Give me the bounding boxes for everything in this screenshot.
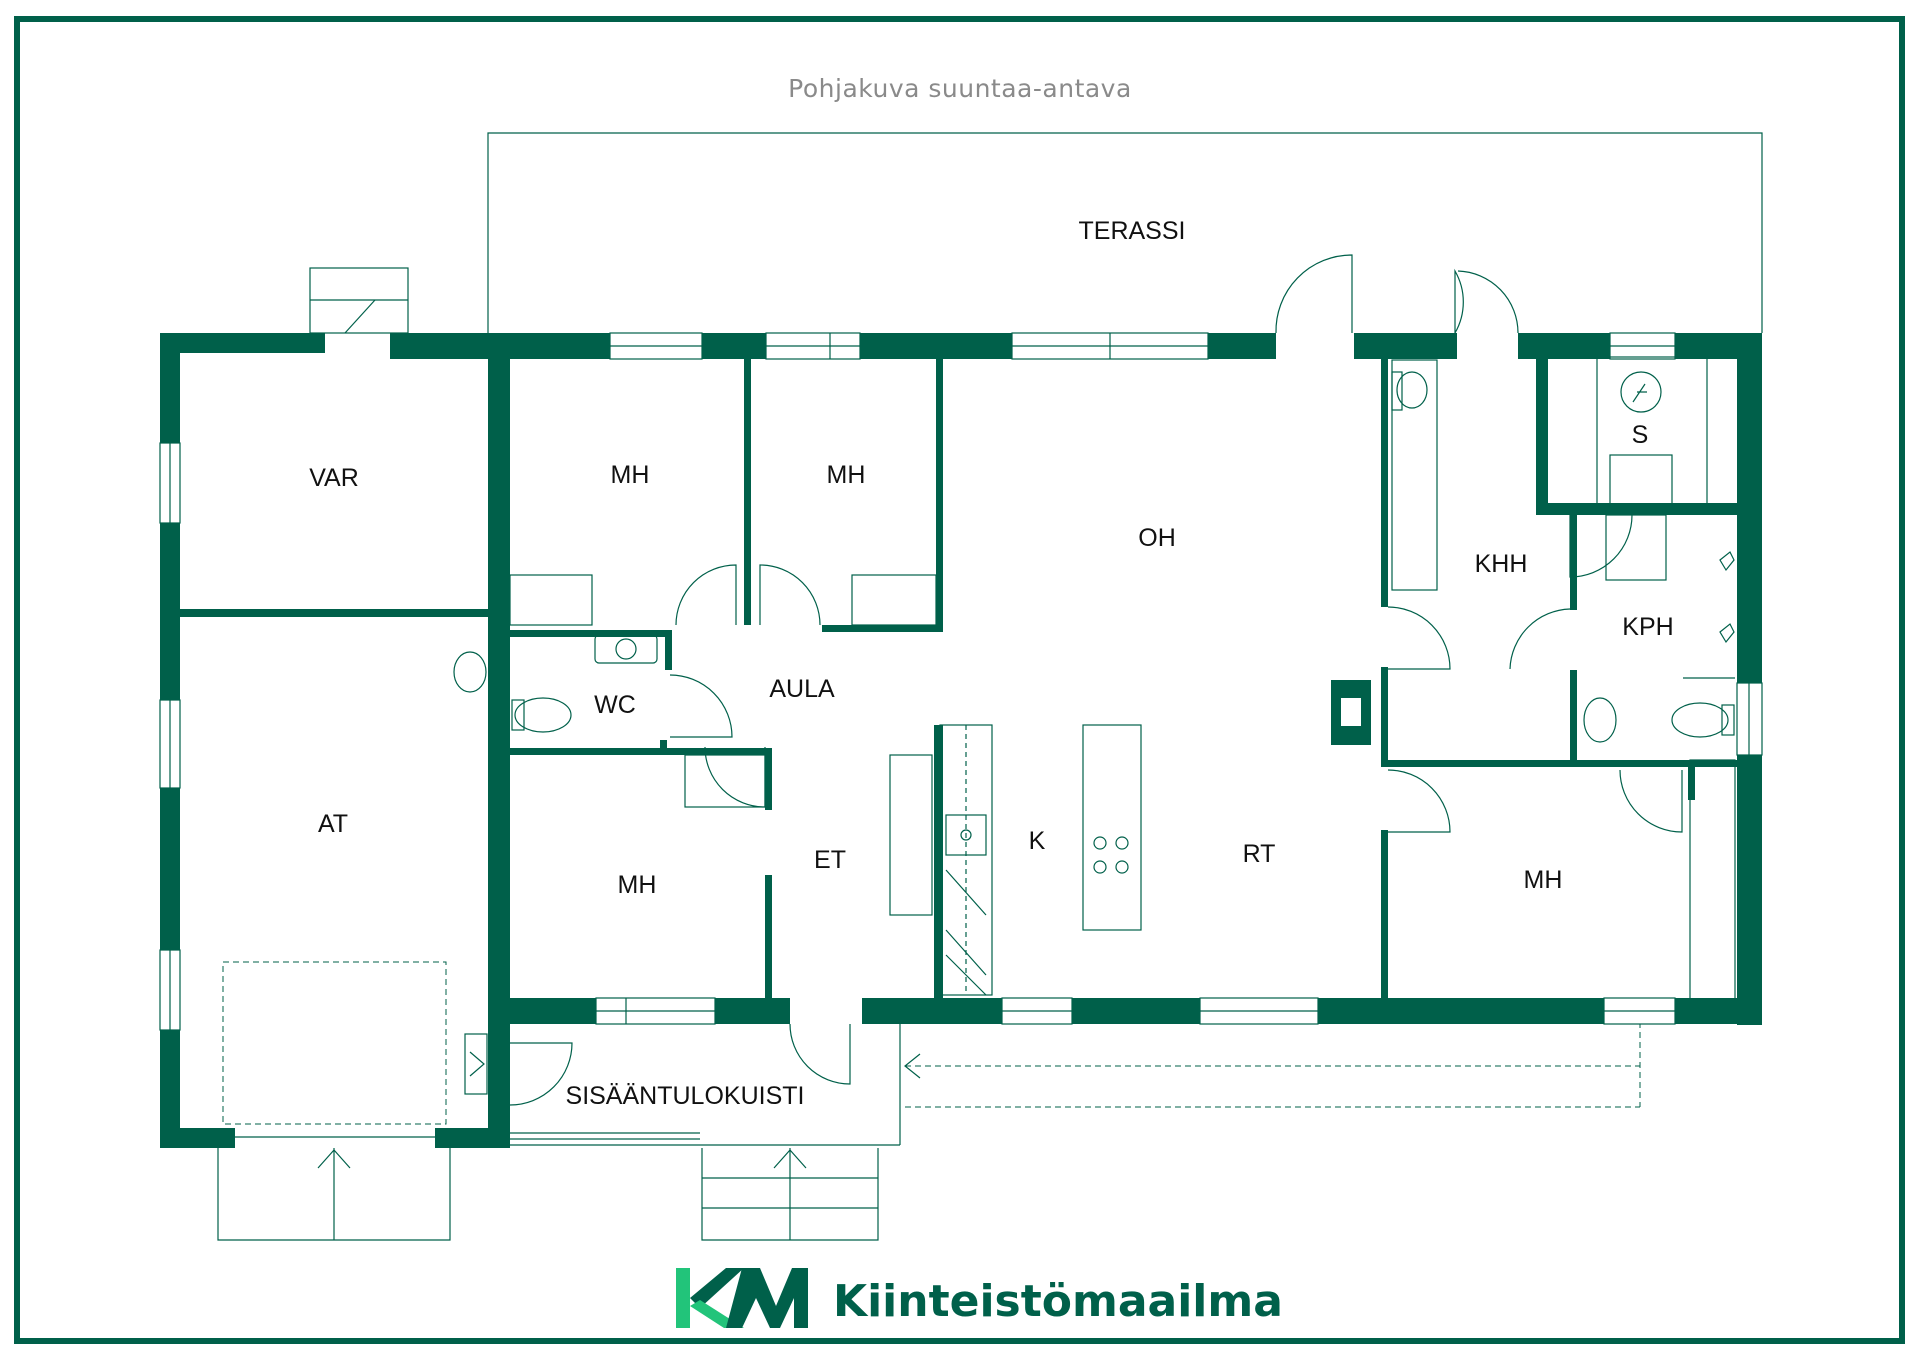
doors: [509, 254, 1683, 1106]
windows: [159, 332, 1763, 1031]
plan-note: Pohjakuva suuntaa-antava: [788, 74, 1132, 103]
entrance-porch: [510, 1022, 901, 1146]
room-label-kph: KPH: [1622, 613, 1673, 641]
garage-door-outline: [222, 961, 447, 1125]
logo-k-upper-arm: [690, 1268, 744, 1308]
fireplace-inner: [1341, 698, 1361, 726]
room-label-mh-4: MH: [1524, 866, 1563, 894]
dashed-canopy: [905, 1022, 1641, 1108]
page-border: [14, 16, 1905, 1344]
room-label-at: AT: [318, 810, 348, 838]
brand-logo: [676, 1268, 808, 1328]
fixtures: [215, 267, 1736, 1241]
logo-k-stem: [676, 1268, 690, 1328]
room-label-s: S: [1632, 421, 1649, 449]
room-labels: TERASSI VAR MH MH OH S KHH KPH WC AULA A…: [309, 217, 1673, 1110]
room-label-khh: KHH: [1475, 550, 1528, 578]
room-label-terassi: TERASSI: [1079, 217, 1186, 245]
walls: [160, 333, 1762, 1148]
room-label-var: VAR: [309, 464, 359, 492]
room-label-rt: RT: [1243, 840, 1276, 868]
room-label-mh-1: MH: [611, 461, 650, 489]
room-label-oh: OH: [1138, 524, 1176, 552]
room-label-mh-2: MH: [827, 461, 866, 489]
brand-name: Kiinteistömaailma: [833, 1276, 1283, 1327]
room-label-sisaantulokuisti: SISÄÄNTULOKUISTI: [566, 1082, 805, 1110]
room-label-k: K: [1029, 827, 1046, 855]
room-label-aula: AULA: [769, 675, 835, 703]
interior-walls: [510, 357, 1761, 1000]
room-label-et: ET: [814, 846, 846, 874]
terrace: [487, 132, 1763, 333]
room-label-wc: WC: [594, 691, 636, 719]
room-label-mh-3: MH: [618, 871, 657, 899]
logo-m: [726, 1268, 808, 1328]
